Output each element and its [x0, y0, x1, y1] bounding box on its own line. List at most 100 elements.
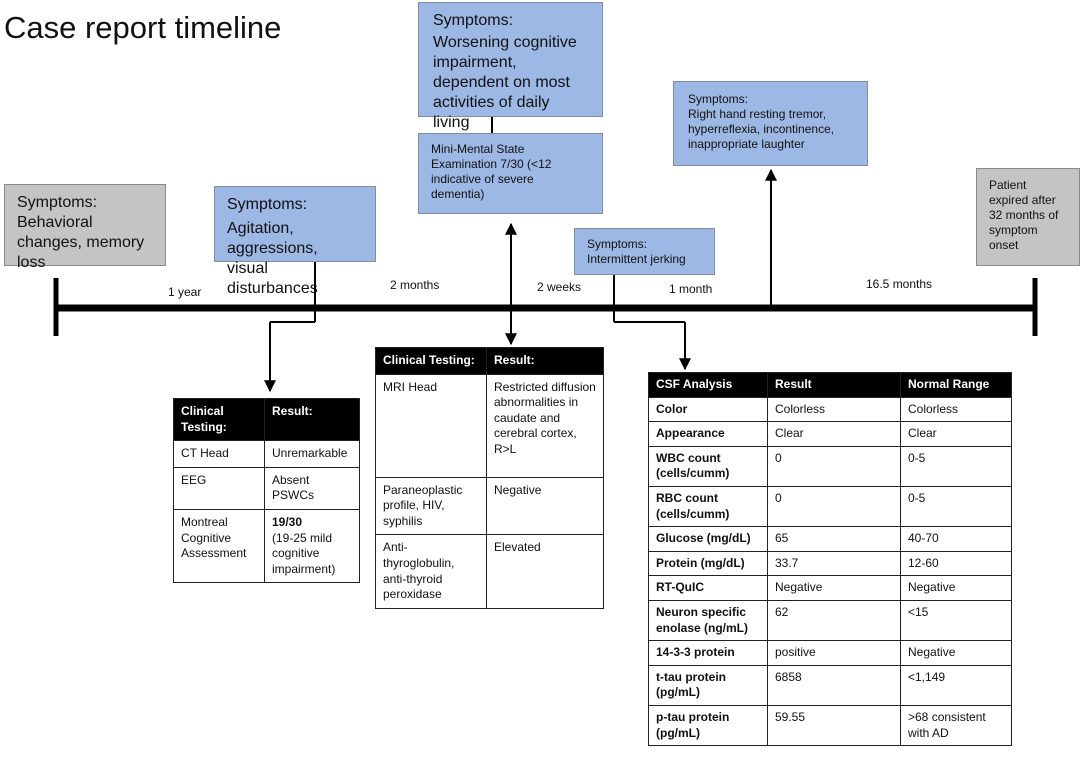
interval-label-1: 1 year [168, 285, 202, 299]
interval-label-5: 16.5 months [866, 277, 933, 291]
box-text: Mini-Mental State Examination 7/30 (<12 … [431, 142, 552, 201]
table-cell: Restricted diffusion abnormalities in ca… [486, 373, 604, 478]
interval-label-2: 2 months [390, 278, 440, 292]
table-cell: Anti-thyroglobulin, anti-thyroid peroxid… [375, 534, 487, 609]
result-cell: 65 [767, 526, 901, 552]
table-cell: CT Head [173, 440, 265, 468]
box-heading: Symptoms: [433, 12, 514, 29]
parameter-cell: p-tau protein (pg/mL) [648, 704, 768, 747]
result-cell: 33.7 [767, 550, 901, 577]
parameter-cell: Appearance [648, 421, 768, 447]
table-cell: Paraneoplastic profile, HIV, syphilis [375, 476, 487, 536]
normal-range-cell: 0-5 [900, 485, 1012, 528]
mmse-box: Mini-Mental State Examination 7/30 (<12 … [418, 133, 603, 214]
table-row: EEG Absent PSWCs [173, 466, 360, 510]
moca-score: 19/30 [272, 514, 303, 529]
parameter-cell: Glucose (mg/dL) [648, 526, 768, 552]
result-cell: 0 [767, 445, 901, 487]
table-row: Montreal Cognitive Assessment 19/30 (19-… [173, 508, 360, 584]
result-cell: Negative [767, 575, 901, 601]
box-heading: Symptoms: [17, 194, 98, 211]
moca-note: (19-25 mild cognitive impairment) [272, 530, 336, 576]
table-header: Clinical Testing: [375, 347, 487, 375]
result-cell: positive [767, 640, 901, 666]
box-text: Behavioral changes, memory loss [17, 214, 145, 271]
parameter-cell: 14-3-3 protein [648, 640, 768, 666]
table-cell: Unremarkable [264, 440, 360, 468]
table-row: p-tau protein (pg/mL)59.55>68 consistent… [648, 704, 1012, 747]
symptoms-worsening-box: Symptoms: Worsening cognitive impairment… [418, 2, 603, 131]
normal-range-cell: 40-70 [900, 526, 1012, 552]
parameter-cell: Color [648, 396, 768, 423]
table-cell: MRI Head [375, 373, 487, 478]
result-cell: 62 [767, 599, 901, 642]
normal-range-cell: <15 [900, 599, 1012, 642]
table-header: Clinical Testing: [173, 397, 265, 442]
table-row: Paraneoplastic profile, HIV, syphilis Ne… [375, 476, 604, 536]
normal-range-cell: Negative [900, 640, 1012, 666]
normal-range-cell: Colorless [900, 396, 1012, 423]
table-cell: Absent PSWCs [264, 466, 360, 510]
box-text: Worsening cognitive impairment, dependen… [433, 34, 577, 131]
parameter-cell: RBC count (cells/cumm) [648, 485, 768, 528]
box-text: Agitation, aggressions, visual disturban… [227, 220, 318, 297]
parameter-cell: RT-QuIC [648, 575, 768, 601]
normal-range-cell: 0-5 [900, 445, 1012, 487]
box-text: Patient expired after 32 months of sympt… [989, 178, 1059, 252]
table-row: MRI Head Restricted diffusion abnormalit… [375, 373, 604, 478]
table-cell: 19/30 (19-25 mild cognitive impairment) [264, 508, 360, 584]
result-cell: Clear [767, 421, 901, 447]
table-row: CT Head Unremarkable [173, 440, 360, 468]
box-heading: Symptoms: [688, 92, 749, 106]
box-heading: Symptoms: [587, 237, 648, 251]
result-cell: 0 [767, 485, 901, 528]
symptoms-start-box: Symptoms: Behavioral changes, memory los… [4, 184, 166, 271]
clinical-testing-table-1: Clinical Testing: Result: CT Head Unrema… [173, 397, 360, 584]
patient-expired-box: Patient expired after 32 months of sympt… [976, 168, 1080, 266]
symptoms-jerking-box: Symptoms: Intermittent jerking [574, 228, 715, 275]
parameter-cell: Neuron specific enolase (ng/mL) [648, 599, 768, 642]
parameter-cell: Protein (mg/dL) [648, 550, 768, 577]
table-header: Result: [264, 397, 360, 442]
result-cell: 59.55 [767, 704, 901, 747]
table-header: Result: [486, 347, 604, 375]
table-cell: Elevated [486, 534, 604, 609]
parameter-cell: WBC count (cells/cumm) [648, 445, 768, 487]
result-cell: Colorless [767, 396, 901, 423]
table-cell: Montreal Cognitive Assessment [173, 508, 265, 584]
symptoms-tremor-box: Symptoms: Right hand resting tremor, hyp… [673, 81, 868, 166]
result-cell: 6858 [767, 664, 901, 706]
table-cell: EEG [173, 466, 265, 510]
table-row: Neuron specific enolase (ng/mL)62<15 [648, 599, 1012, 642]
interval-label-4: 1 month [669, 282, 713, 296]
table-header: Result [767, 372, 901, 398]
table-header: Normal Range [900, 372, 1012, 398]
parameter-cell: t-tau protein (pg/mL) [648, 664, 768, 706]
table-row: t-tau protein (pg/mL)6858<1,149 [648, 664, 1012, 706]
symptoms-agitation-box: Symptoms: Agitation, aggressions, visual… [214, 186, 376, 297]
interval-label-3: 2 weeks [537, 280, 582, 294]
normal-range-cell: <1,149 [900, 664, 1012, 706]
box-text: Intermittent jerking [587, 252, 686, 266]
clinical-testing-table-2: Clinical Testing: Result: MRI Head Restr… [375, 347, 604, 609]
normal-range-cell: 12-60 [900, 550, 1012, 577]
normal-range-cell: Negative [900, 575, 1012, 601]
box-heading: Symptoms: [227, 196, 308, 213]
normal-range-cell: Clear [900, 421, 1012, 447]
diagram-title: Case report timeline [4, 10, 282, 45]
box-text: Right hand resting tremor, hyperreflexia… [688, 107, 835, 151]
table-header: CSF Analysis [648, 372, 768, 398]
normal-range-cell: >68 consistent with AD [900, 704, 1012, 747]
table-cell: Negative [486, 476, 604, 536]
